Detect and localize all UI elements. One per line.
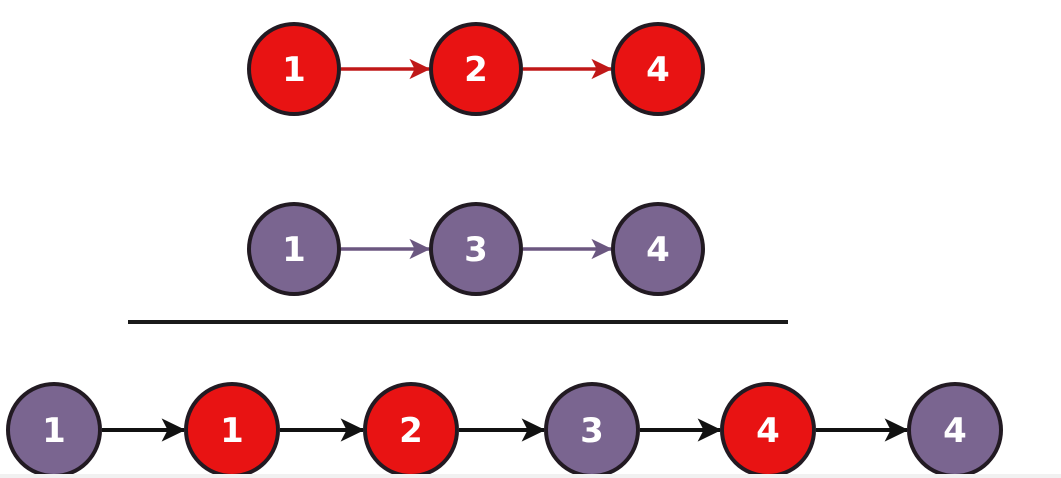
node-label: 4 (646, 230, 670, 270)
node-circle[interactable] (247, 22, 341, 116)
node-label: 4 (646, 50, 670, 90)
node-circle[interactable] (611, 202, 705, 296)
node-purple-sequence-2[interactable]: 4 (611, 202, 705, 296)
node-circle[interactable] (429, 22, 523, 116)
node-purple-sequence-1[interactable]: 3 (429, 202, 523, 296)
node-label: 3 (580, 411, 604, 451)
node-merged-sequence-4[interactable]: 4 (720, 382, 816, 478)
node-label: 2 (464, 50, 488, 90)
node-label: 1 (282, 230, 306, 270)
node-row-purple-sequence: 1 3 4 (247, 202, 705, 296)
node-label: 4 (756, 411, 780, 451)
bottom-edge-strip (0, 474, 1061, 478)
node-row-red-sequence: 1 2 4 (247, 22, 705, 116)
node-label: 3 (464, 230, 488, 270)
node-circle[interactable] (429, 202, 523, 296)
nodes-layer: 1 2 4 1 3 4 1 1 2 3 4 4 (6, 22, 1003, 478)
node-label: 4 (943, 411, 967, 451)
node-merged-sequence-3[interactable]: 3 (544, 382, 640, 478)
node-label: 1 (220, 411, 244, 451)
node-circle[interactable] (247, 202, 341, 296)
node-merged-sequence-2[interactable]: 2 (363, 382, 459, 478)
node-label: 1 (42, 411, 66, 451)
node-label: 1 (282, 50, 306, 90)
node-red-sequence-2[interactable]: 4 (611, 22, 705, 116)
edges-layer (102, 58, 909, 442)
node-merged-sequence-5[interactable]: 4 (907, 382, 1003, 478)
node-purple-sequence-0[interactable]: 1 (247, 202, 341, 296)
node-merged-sequence-0[interactable]: 1 (6, 382, 102, 478)
node-red-sequence-0[interactable]: 1 (247, 22, 341, 116)
node-merged-sequence-1[interactable]: 1 (184, 382, 280, 478)
node-row-merged-sequence: 1 1 2 3 4 4 (6, 382, 1003, 478)
node-circle[interactable] (611, 22, 705, 116)
node-red-sequence-1[interactable]: 2 (429, 22, 523, 116)
node-label: 2 (399, 411, 423, 451)
